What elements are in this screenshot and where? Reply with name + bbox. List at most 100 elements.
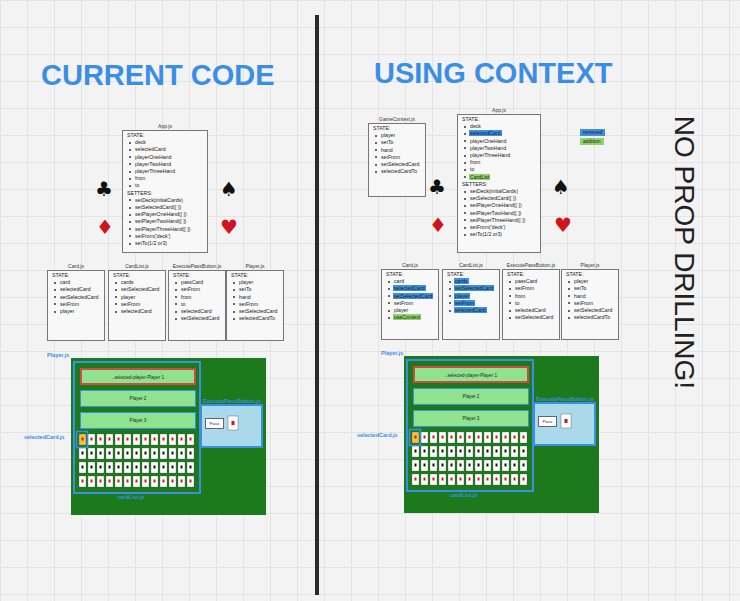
selected-card-outline (410, 430, 421, 446)
playing-card (493, 432, 500, 443)
bullet-dot (464, 169, 466, 171)
playing-card (475, 460, 482, 471)
playing-card (124, 448, 131, 459)
card-symbol (232, 421, 235, 425)
state-item: setPlayerTwoHand([ ]) (469, 210, 522, 216)
bullet-dot (375, 171, 377, 173)
state-item: selectedCard (514, 307, 547, 313)
state-item: setFrom (180, 286, 201, 292)
state-item: player (120, 294, 136, 300)
bullet-dot (129, 142, 131, 144)
playing-card (466, 446, 473, 457)
bar-label: ..selected-player-Player 1 (444, 373, 498, 378)
suit-symbol: ♣ (428, 176, 446, 198)
playing-card (484, 474, 491, 485)
card-symbol (100, 438, 102, 441)
card-symbol (469, 464, 471, 467)
card-symbol (415, 478, 417, 481)
playing-card (178, 434, 185, 445)
bullet-dot (388, 317, 390, 319)
bullet-dot (464, 227, 466, 229)
playing-card (133, 462, 140, 473)
card-symbol (487, 450, 489, 453)
state-item: hand (380, 147, 394, 153)
section-line: STATE: (230, 272, 279, 279)
component-label: cardList.js (450, 492, 478, 498)
code-file-box: CardList.jsSTATE:cardssetSelectedCardpla… (108, 270, 166, 341)
playing-card (520, 432, 527, 443)
bullet-dot (175, 282, 177, 284)
list-line: setTo(1/2 or3) (461, 231, 536, 238)
playing-card (115, 476, 122, 487)
state-item: player (380, 132, 396, 138)
bullet-dot (129, 228, 131, 230)
state-item: playerThreeHand (469, 152, 511, 158)
list-line: setFrom (446, 300, 495, 307)
card-symbol (109, 438, 111, 441)
state-item: playerTwoHand (134, 161, 172, 167)
list-line: setPlayerTwoHand([ ]) (461, 210, 536, 217)
list-line: player (565, 278, 614, 285)
playing-card (412, 460, 419, 471)
state-item: player (238, 279, 254, 285)
bullet-dot (464, 133, 466, 135)
card-symbol (478, 478, 480, 481)
file-name: ExecutePassButton.js (173, 263, 222, 269)
state-item: setDeck(initialCards) (134, 197, 184, 203)
state-item: setFrom (380, 154, 401, 160)
state-item: player (454, 293, 470, 299)
list-line: from (506, 293, 555, 300)
bullet-dot (568, 310, 570, 312)
card-symbol (496, 436, 498, 439)
card-symbol (154, 438, 156, 441)
playing-card (421, 460, 428, 471)
component-label: ExecutePassButton.js (203, 398, 261, 404)
state-item: setSelectedCard (514, 314, 554, 320)
player-bar: Player 3 (80, 412, 196, 429)
list-line: setFrom (230, 301, 279, 308)
state-item: selectedCard (454, 307, 487, 313)
bullet-dot (509, 288, 511, 290)
card-symbol (505, 436, 507, 439)
card-symbol (433, 478, 435, 481)
card-symbol (469, 450, 471, 453)
bullet-dot (464, 155, 466, 157)
card-symbol (487, 436, 489, 439)
card-symbol (469, 478, 471, 481)
playing-card (187, 476, 194, 487)
list-line: from (172, 294, 221, 301)
playing-card (133, 448, 140, 459)
playing-card (142, 462, 149, 473)
list-line: setSelectedCard (385, 293, 434, 300)
state-item: setSelectedCard (180, 315, 220, 321)
section-line: STATE: (51, 272, 100, 279)
bullet-dot (464, 140, 466, 142)
playing-card (412, 446, 419, 457)
bullet-dot (464, 147, 466, 149)
playing-card (520, 446, 527, 457)
card-symbol (82, 438, 84, 441)
card-symbol (505, 450, 507, 453)
card-symbol (460, 478, 462, 481)
bullet-dot (388, 295, 390, 297)
card-symbol (127, 438, 129, 441)
state-item: setFrom (238, 301, 259, 307)
section-line: SETTERS: (461, 181, 536, 188)
list-line: setFrom (112, 301, 161, 308)
bullet-dot (464, 205, 466, 207)
playing-card (88, 448, 95, 459)
card-symbol (136, 480, 138, 483)
list-line: setFrom (172, 286, 221, 293)
playing-card (79, 462, 86, 473)
card-symbol (181, 480, 183, 483)
list-line: playerTwoHand (461, 145, 536, 152)
file-name: GameContext.js (379, 116, 415, 122)
list-line: useContext (385, 314, 434, 321)
player-bar: ..selected-player-Player 1 (80, 368, 196, 385)
suit-symbol: ♥ (220, 216, 238, 238)
playing-card (502, 446, 509, 457)
card-symbol (190, 452, 192, 455)
playing-card (160, 434, 167, 445)
bullet-dot (464, 234, 466, 236)
card-symbol (442, 464, 444, 467)
